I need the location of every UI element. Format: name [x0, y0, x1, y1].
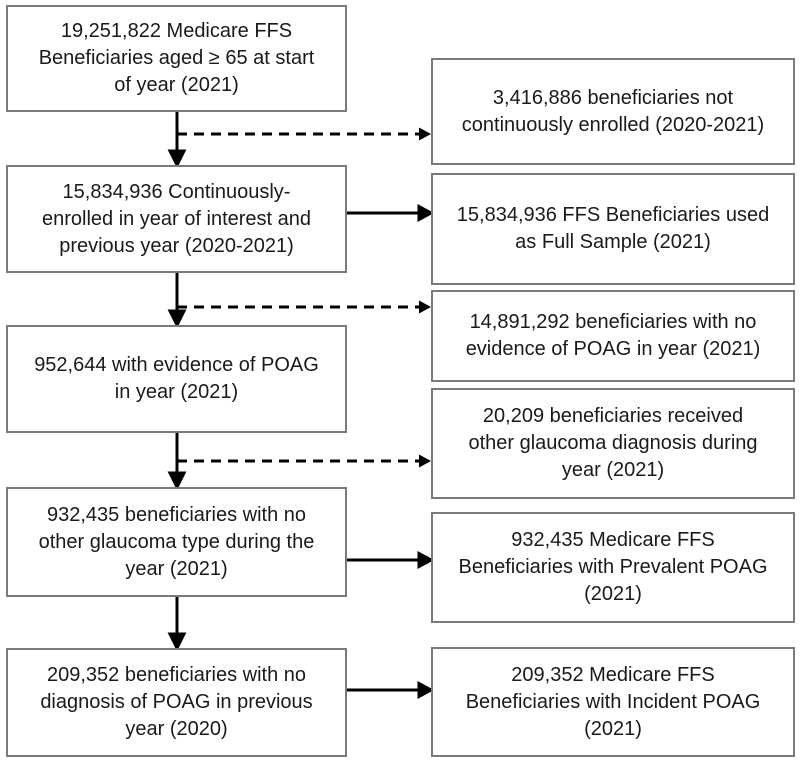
box-full-sample-text: 15,834,936 FFS Beneficiaries used as Ful…	[456, 204, 770, 253]
dashed-arrow-exclusion-1-head	[419, 127, 431, 141]
box-evidence-of-poag-text: 952,644 with evidence of POAG in year (2…	[34, 354, 319, 403]
arrow-down-1-head	[167, 149, 187, 169]
box-full-sample: 15,834,936 FFS Beneficiaries used as Ful…	[431, 173, 795, 285]
dashed-arrow-exclusion-2-head	[419, 300, 431, 314]
box-no-prior-poag-diagnosis: 209,352 beneficiaries with no diagnosis …	[6, 648, 347, 757]
box-medicare-ffs-total-text: 19,251,822 Medicare FFS Beneficiaries ag…	[38, 20, 315, 96]
box-incident-poag: 209,352 Medicare FFS Beneficiaries with …	[431, 647, 795, 757]
box-evidence-of-poag: 952,644 with evidence of POAG in year (2…	[6, 325, 347, 433]
arrow-right-full-sample-head	[417, 203, 435, 223]
dashed-arrow-exclusion-3-head	[419, 454, 431, 468]
box-prevalent-poag-text: 932,435 Medicare FFS Beneficiaries with …	[458, 529, 768, 605]
box-other-glaucoma-diagnosis: 20,209 beneficiaries received other glau…	[431, 388, 795, 499]
arrow-down-2-head	[167, 309, 187, 329]
box-no-other-glaucoma-text: 932,435 beneficiaries with no other glau…	[38, 503, 315, 580]
box-no-evidence-poag: 14,891,292 beneficiaries with no evidenc…	[431, 290, 795, 382]
box-continuously-enrolled: 15,834,936 Continuously- enrolled in yea…	[6, 165, 347, 273]
box-incident-poag-text: 209,352 Medicare FFS Beneficiaries with …	[465, 663, 761, 740]
arrow-down-4-head	[167, 632, 187, 652]
arrow-right-prevalent-head	[417, 550, 435, 570]
box-no-prior-poag-diagnosis-text: 209,352 beneficiaries with no diagnosis …	[40, 664, 313, 740]
box-not-continuously-enrolled-text: 3,416,886 beneficiaries not continuously…	[461, 86, 765, 136]
box-not-continuously-enrolled: 3,416,886 beneficiaries not continuously…	[431, 58, 795, 165]
box-prevalent-poag: 932,435 Medicare FFS Beneficiaries with …	[431, 512, 795, 623]
box-medicare-ffs-total: 19,251,822 Medicare FFS Beneficiaries ag…	[6, 5, 347, 112]
arrow-down-3-head	[167, 471, 187, 491]
box-no-evidence-poag-text: 14,891,292 beneficiaries with no evidenc…	[465, 311, 761, 360]
box-continuously-enrolled-text: 15,834,936 Continuously- enrolled in yea…	[41, 180, 312, 257]
box-other-glaucoma-diagnosis-text: 20,209 beneficiaries received other glau…	[468, 405, 758, 481]
arrow-right-incident-head	[417, 680, 435, 700]
box-no-other-glaucoma: 932,435 beneficiaries with no other glau…	[6, 487, 347, 597]
